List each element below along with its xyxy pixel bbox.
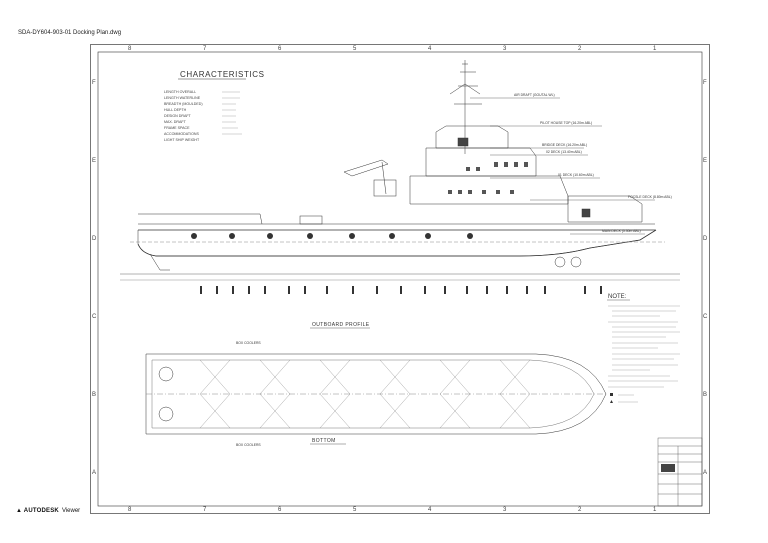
- bottom-plan: [145, 353, 607, 435]
- svg-text:AIR DRAFT (GOUTAL WL): AIR DRAFT (GOUTAL WL): [514, 93, 555, 97]
- grid-row: B: [92, 392, 96, 398]
- svg-text:BOX COOLERS: BOX COOLERS: [236, 443, 261, 447]
- characteristics-block: CHARACTERISTICS LENGTH OVERALL LENGTH WA…: [164, 70, 265, 142]
- svg-text:02 DECK (13.40m ABL): 02 DECK (13.40m ABL): [546, 150, 582, 154]
- svg-text:HULL DEPTH: HULL DEPTH: [164, 108, 187, 112]
- grid-col: 3: [503, 46, 507, 52]
- svg-text:MAX. DRAFT: MAX. DRAFT: [164, 120, 187, 124]
- autodesk-logo: ▲ AUTODESK: [16, 508, 59, 514]
- grid-row: C: [703, 314, 708, 320]
- grid-row: D: [703, 236, 708, 242]
- grid-col: 5: [353, 507, 357, 513]
- grid-col: 1: [653, 46, 657, 52]
- grid-row: F: [92, 80, 96, 86]
- grid-columns-bottom: 8 7 6 5 4 3 2 1: [128, 507, 657, 513]
- outboard-profile-caption: OUTBOARD PROFILE: [312, 322, 370, 328]
- svg-text:BRIDGE DECK (16.20m ABL): BRIDGE DECK (16.20m ABL): [542, 143, 587, 147]
- grid-col: 5: [353, 46, 357, 52]
- svg-text:FRAME SPACE: FRAME SPACE: [164, 126, 190, 130]
- support-markers: [200, 286, 602, 294]
- ship-profile: [120, 60, 680, 275]
- svg-text:DESIGN DRAFT: DESIGN DRAFT: [164, 114, 192, 118]
- grid-col: 7: [203, 46, 207, 52]
- grid-row: A: [92, 470, 96, 476]
- grid-row: B: [703, 392, 707, 398]
- grid-col: 6: [278, 46, 282, 52]
- autodesk-viewer-brand: ▲ AUTODESK Viewer: [16, 508, 80, 514]
- notes-block: NOTE:: [607, 294, 680, 403]
- grid-col: 2: [578, 507, 582, 513]
- svg-text:LENGTH OVERALL: LENGTH OVERALL: [164, 90, 196, 94]
- svg-text:PILOT HOUSE TOP (16.20m ABL): PILOT HOUSE TOP (16.20m ABL): [540, 121, 592, 125]
- drawing-sheet[interactable]: 8 7 6 5 4 3 2 1 8 7 6 5 4 3 2 1 F E D C …: [90, 44, 710, 514]
- window-title: SDA-DY604-903-01 Docking Plan.dwg: [18, 30, 122, 36]
- grid-col: 8: [128, 507, 132, 513]
- grid-columns-top: 8 7 6 5 4 3 2 1: [128, 46, 657, 52]
- grid-col: 4: [428, 46, 432, 52]
- svg-text:ACCOMMODATIONS: ACCOMMODATIONS: [164, 132, 199, 136]
- svg-text:01 DECK (10.60m ABL): 01 DECK (10.60m ABL): [558, 173, 594, 177]
- grid-row: F: [703, 80, 707, 86]
- grid-row: C: [92, 314, 97, 320]
- grid-col: 7: [203, 507, 207, 513]
- grid-rows: F E D C B A F E D C B A: [92, 80, 708, 476]
- svg-text:BREADTH (MOULDED): BREADTH (MOULDED): [164, 102, 203, 106]
- svg-text:FOCSLE DECK (8.80m ABL): FOCSLE DECK (8.80m ABL): [628, 195, 672, 199]
- level-labels: AIR DRAFT (GOUTAL WL) PILOT HOUSE TOP (1…: [470, 93, 672, 235]
- portholes: [191, 233, 473, 239]
- grid-col: 2: [578, 46, 582, 52]
- grid-col: 1: [653, 507, 657, 513]
- title-block: [657, 437, 703, 507]
- characteristics-title: CHARACTERISTICS: [180, 70, 265, 79]
- bottom-caption: BOTTOM: [312, 438, 336, 444]
- box-cooler-labels: BOX COOLERS BOX COOLERS: [236, 341, 261, 447]
- note-title: NOTE:: [608, 294, 627, 300]
- svg-text:BOX COOLERS: BOX COOLERS: [236, 341, 261, 345]
- grid-col: 3: [503, 507, 507, 513]
- grid-row: A: [703, 470, 707, 476]
- grid-col: 8: [128, 46, 132, 52]
- viewer-label: Viewer: [61, 508, 81, 514]
- grid-row: D: [92, 236, 97, 242]
- svg-text:LIGHT SHIP WEIGHT: LIGHT SHIP WEIGHT: [164, 138, 200, 142]
- grid-row: E: [703, 158, 707, 164]
- grid-col: 6: [278, 507, 282, 513]
- grid-col: 4: [428, 507, 432, 513]
- grid-row: E: [92, 158, 96, 164]
- svg-text:MAIN DECK (5.30m ABL): MAIN DECK (5.30m ABL): [602, 229, 641, 233]
- svg-text:LENGTH WATERLINE: LENGTH WATERLINE: [164, 96, 201, 100]
